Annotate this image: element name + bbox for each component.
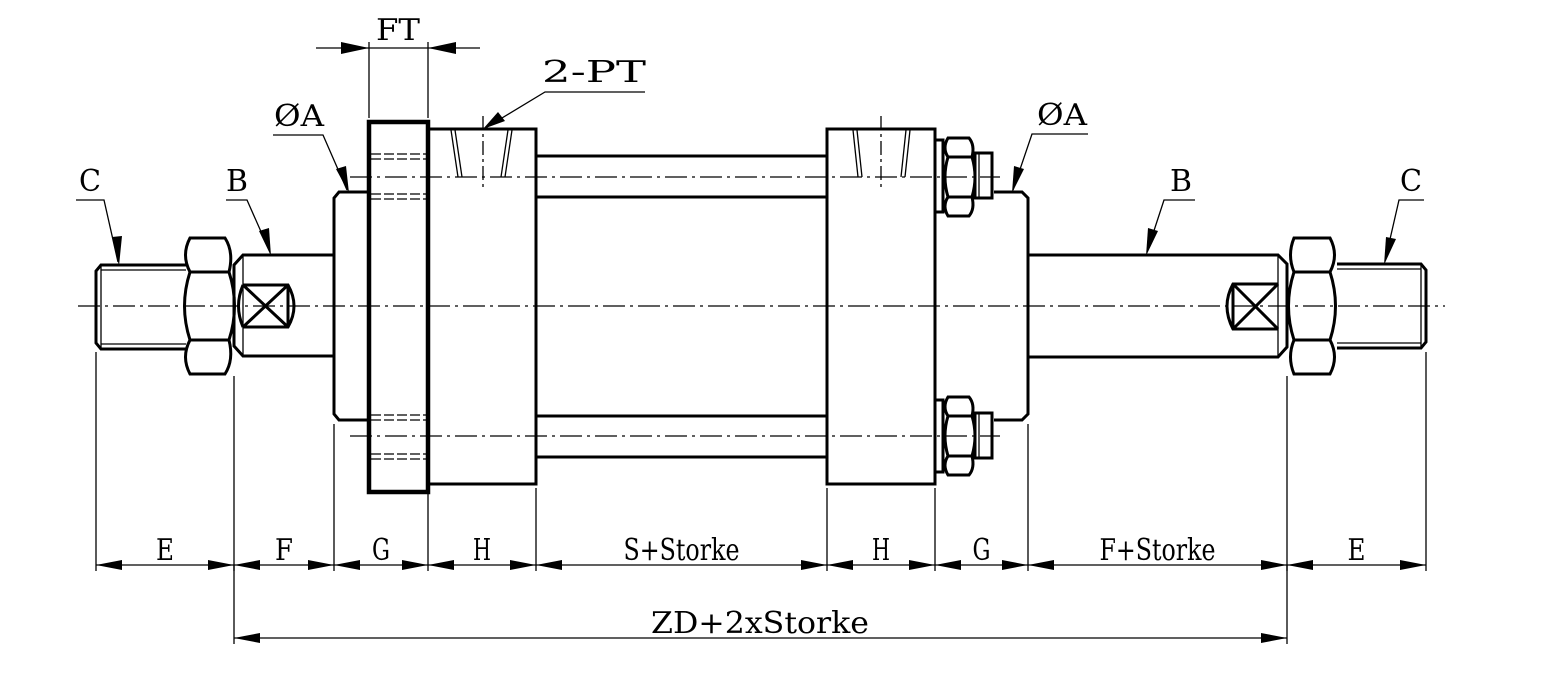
dimension-label: E bbox=[1348, 533, 1366, 568]
dimension-label: H bbox=[872, 533, 890, 568]
dimension-arrow bbox=[1002, 560, 1028, 570]
dimension-arrow bbox=[234, 560, 260, 570]
dimension-label: G bbox=[973, 533, 991, 568]
dimension-arrow bbox=[1400, 560, 1426, 570]
dimension-arrow bbox=[827, 560, 853, 570]
dimension-arrow bbox=[334, 560, 360, 570]
c-left-leader: C bbox=[76, 164, 122, 266]
dimension-arrow bbox=[935, 560, 961, 570]
tie-rod-nut-top bbox=[933, 136, 994, 218]
dimension-label: E bbox=[156, 533, 174, 568]
dimension-arrow bbox=[402, 560, 428, 570]
dimension-arrow bbox=[909, 560, 935, 570]
dimension-arrow bbox=[510, 560, 536, 570]
pt-leader: 2-PT bbox=[483, 55, 646, 129]
c-left-label: C bbox=[79, 164, 101, 199]
overall-dimension: ZD+2xStorke bbox=[233, 565, 1288, 644]
dimension-arrow bbox=[1287, 560, 1313, 570]
tie-rods bbox=[350, 154, 1000, 459]
ft-dimension: FT bbox=[316, 13, 480, 118]
dimension-arrow bbox=[1261, 633, 1287, 643]
b-right-label: B bbox=[1170, 164, 1192, 199]
phi-a-right-leader: ØA bbox=[1012, 98, 1088, 193]
dimension-arrow bbox=[208, 560, 234, 570]
left-thread-end bbox=[94, 263, 186, 351]
ft-label: FT bbox=[376, 13, 420, 48]
phi-a-right-label: ØA bbox=[1037, 98, 1087, 133]
tie-rod-nut-bottom bbox=[933, 395, 994, 477]
dimension-label: H bbox=[473, 533, 491, 568]
left-boss bbox=[332, 190, 369, 422]
pt-label: 2-PT bbox=[542, 55, 646, 90]
left-piston-rod bbox=[232, 253, 333, 358]
b-left-leader: B bbox=[226, 164, 271, 256]
c-right-label: C bbox=[1400, 164, 1422, 199]
dimension-arrow bbox=[96, 560, 122, 570]
dimension-label: G bbox=[372, 533, 390, 568]
right-thread-end bbox=[1337, 262, 1428, 350]
left-end-cover bbox=[426, 116, 538, 486]
dimension-arrow bbox=[234, 633, 260, 643]
phi-a-left-label: ØA bbox=[274, 99, 324, 134]
right-boss bbox=[994, 190, 1030, 422]
dimension-arrow bbox=[308, 560, 334, 570]
dimension-arrow bbox=[1261, 560, 1287, 570]
dimension-arrow bbox=[536, 560, 562, 570]
right-end-cover bbox=[825, 116, 937, 486]
dimension-arrow bbox=[428, 560, 454, 570]
phi-a-left-leader: ØA bbox=[273, 99, 349, 193]
dimension-chain: E F G H S+Storke H G F+Storke E bbox=[95, 352, 1427, 571]
b-right-leader: B bbox=[1146, 164, 1195, 256]
dimension-label: S+Storke bbox=[624, 533, 740, 568]
dimension-label: F bbox=[275, 533, 293, 568]
dimension-label: F+Storke bbox=[1100, 533, 1216, 568]
b-left-label: B bbox=[226, 164, 248, 199]
dimension-arrow bbox=[801, 560, 827, 570]
c-right-leader: C bbox=[1384, 164, 1424, 265]
overall-dimension-label: ZD+2xStorke bbox=[651, 606, 869, 641]
right-hex-nut bbox=[1287, 236, 1337, 376]
dimension-arrow bbox=[1028, 560, 1054, 570]
